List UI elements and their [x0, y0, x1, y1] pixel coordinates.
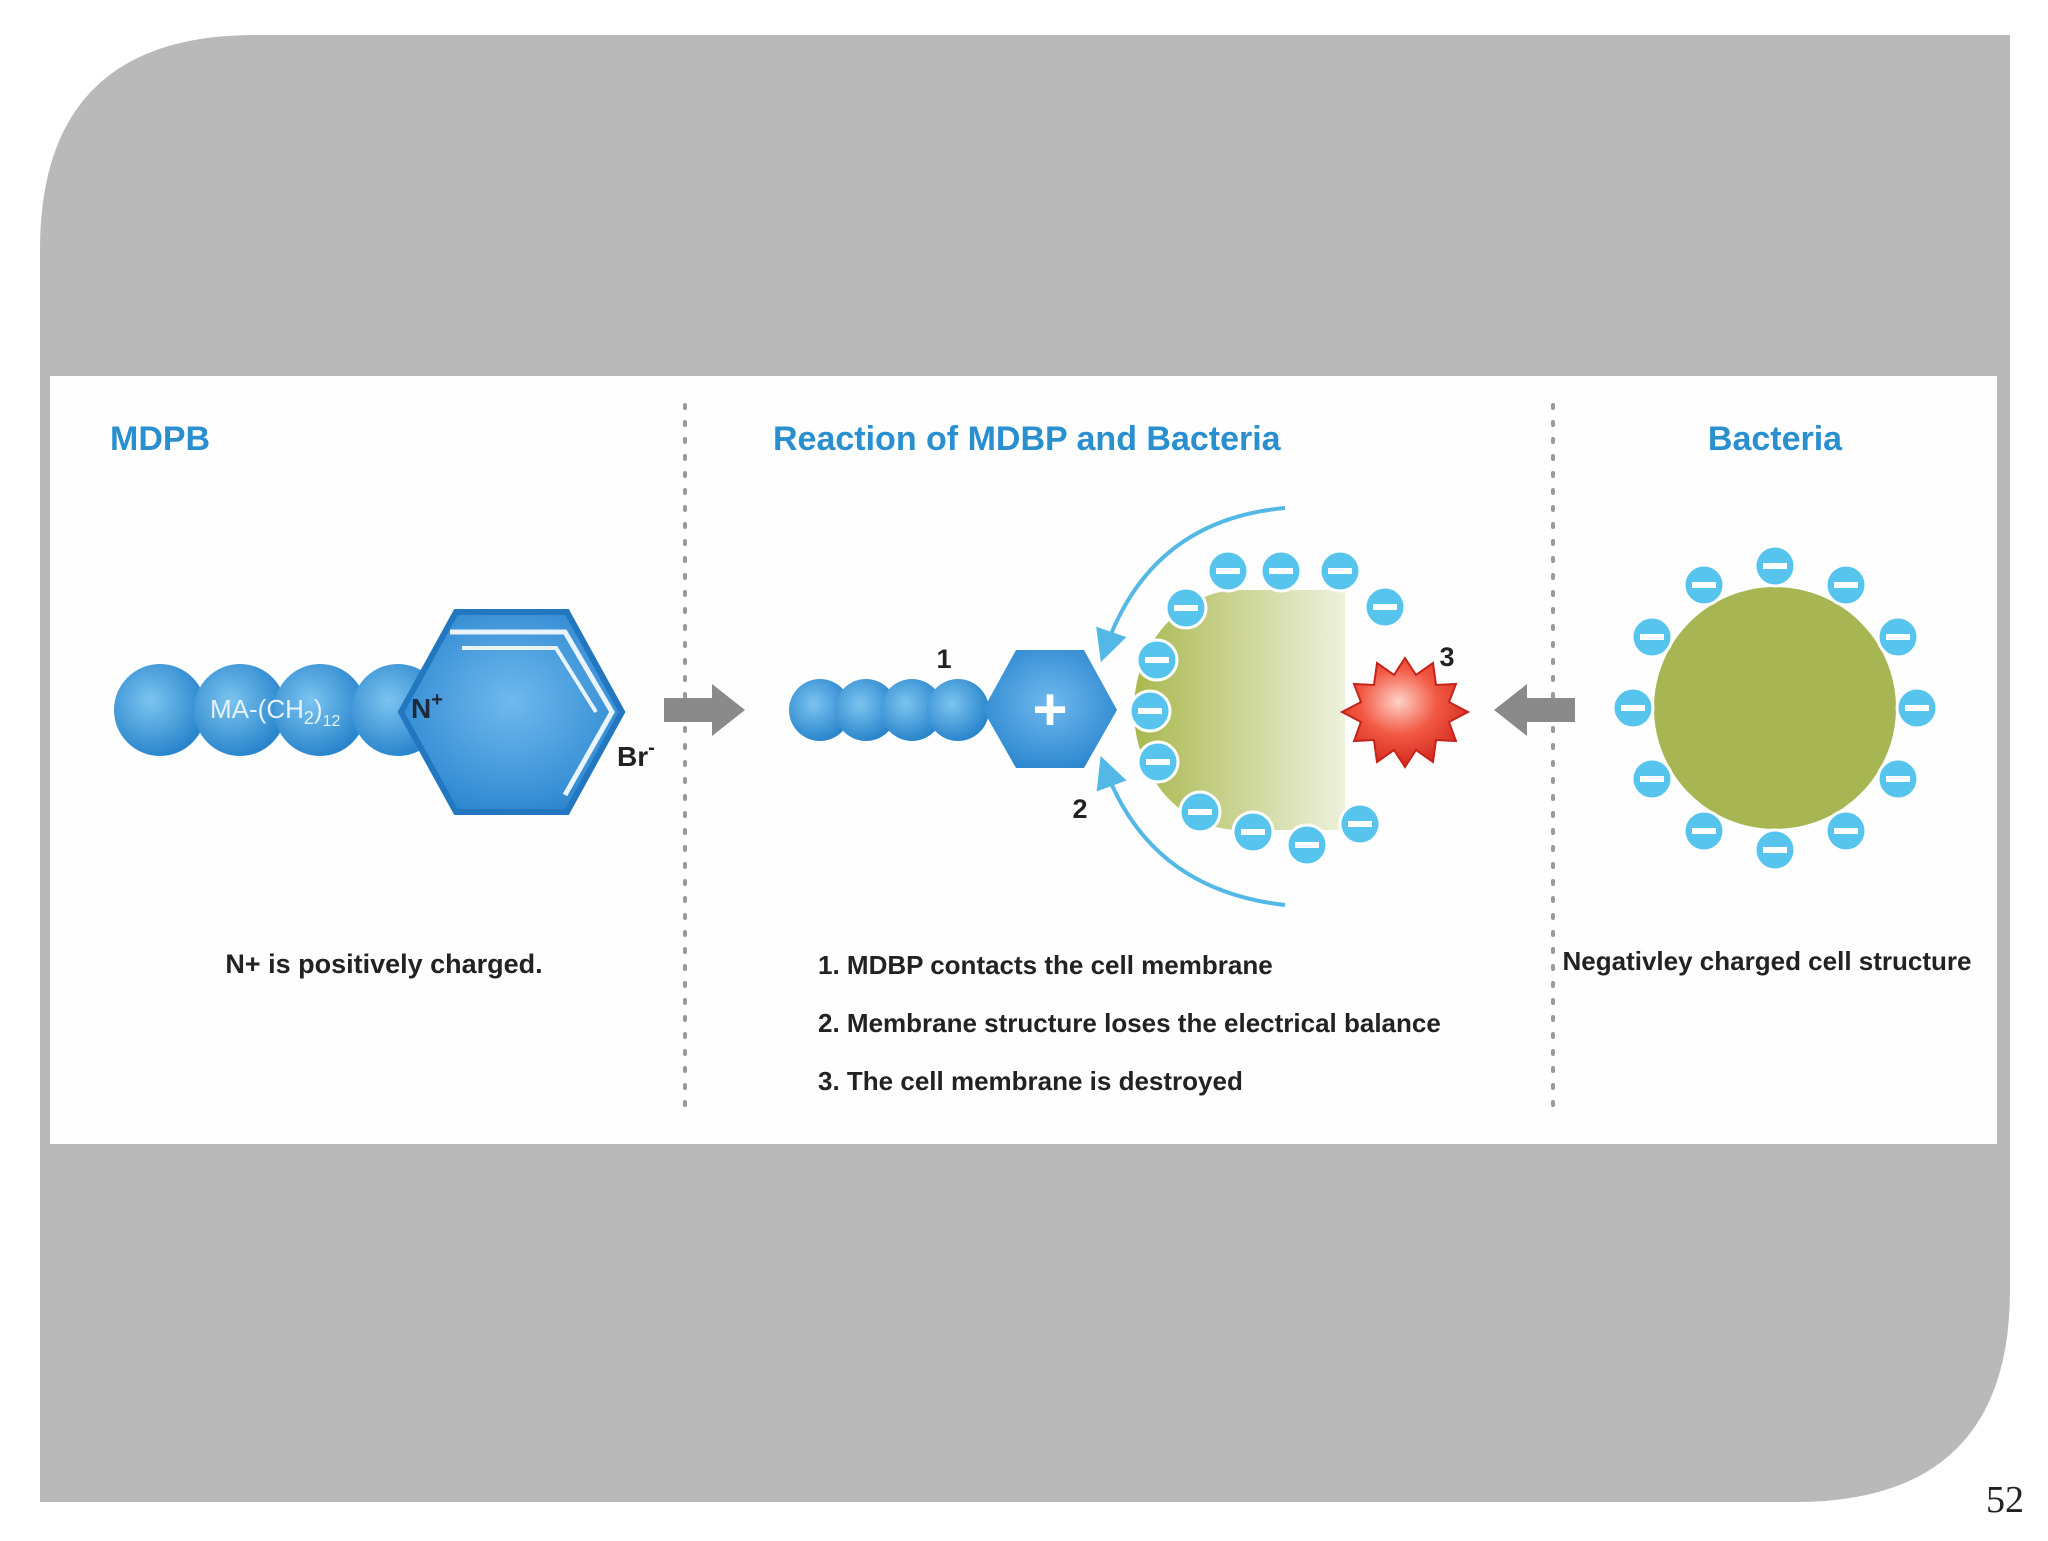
negative-charge [1206, 549, 1250, 593]
negative-charge [1682, 809, 1726, 853]
arrow-right [664, 684, 745, 736]
chain-bead [927, 679, 989, 741]
reaction-title: Reaction of MDBP and Bacteria [773, 420, 1282, 458]
negative-charge [1338, 802, 1382, 846]
chain-bead [835, 679, 897, 741]
negative-charge [1630, 615, 1674, 659]
negative-charge [1611, 686, 1655, 730]
bacterium-half [1134, 590, 1345, 830]
negative-charge [1259, 549, 1303, 593]
chain-bead [881, 679, 943, 741]
destroyed-membrane-burst [1339, 656, 1471, 769]
negative-charge [1136, 740, 1180, 784]
bacterium-body [1654, 587, 1896, 829]
negative-charge [1895, 686, 1939, 730]
marker-1: 1 [936, 644, 951, 674]
bacteria-caption: Negativley charged cell structure [1563, 946, 1972, 976]
reaction-diagram: + 1 2 3 [789, 506, 1471, 907]
negative-charge [1630, 757, 1674, 801]
reaction-step-1: 1. MDBP contacts the cell membrane [818, 950, 1273, 980]
marker-3: 3 [1439, 642, 1454, 672]
negative-charge [1231, 810, 1275, 854]
ring-double-bond-inner [462, 646, 598, 714]
bromide-label: Br- [617, 737, 655, 772]
negative-charge [1128, 689, 1172, 733]
cation-hexagon [983, 650, 1117, 768]
negative-charge [1318, 549, 1362, 593]
chain-bead [114, 664, 206, 756]
reaction-step-2: 2. Membrane structure loses the electric… [818, 1008, 1441, 1038]
membrane-charges [1128, 549, 1407, 867]
negative-charge [1753, 544, 1797, 588]
negative-charge [1753, 828, 1797, 872]
chain-bead [274, 664, 366, 756]
negative-charge [1164, 586, 1208, 630]
negative-charge [1178, 790, 1222, 834]
negative-charge [1682, 563, 1726, 607]
chain-bead [789, 679, 851, 741]
plus-symbol: + [1032, 676, 1067, 743]
arrow-left [1494, 684, 1575, 736]
negative-charge [1824, 563, 1868, 607]
reaction-step-3: 3. The cell membrane is destroyed [818, 1066, 1243, 1096]
bacteria-title: Bacteria [1708, 420, 1843, 458]
nitrogen-label: N+ [411, 689, 443, 724]
curved-arrow-top [1096, 506, 1286, 663]
chain-bead [194, 664, 286, 756]
chain-formula: MA-(CH2)12 [210, 694, 340, 730]
negative-charge [1876, 615, 1920, 659]
mdpb-caption: N+ is positively charged. [225, 949, 542, 979]
negative-charge [1824, 809, 1868, 853]
ring-double-bond [450, 629, 615, 797]
marker-2: 2 [1072, 794, 1087, 824]
mdpb-molecule: MA-(CH2)12 N+ Br- [114, 609, 655, 815]
bacterium [1611, 544, 1939, 872]
curved-arrow-bottom [1096, 755, 1286, 907]
negative-charge [1135, 638, 1179, 682]
negative-charge [1363, 585, 1407, 629]
mdpb-title: MDPB [110, 420, 210, 458]
negative-charge [1876, 757, 1920, 801]
negative-charge [1285, 823, 1329, 867]
page-number: 52 [1986, 1479, 2024, 1521]
